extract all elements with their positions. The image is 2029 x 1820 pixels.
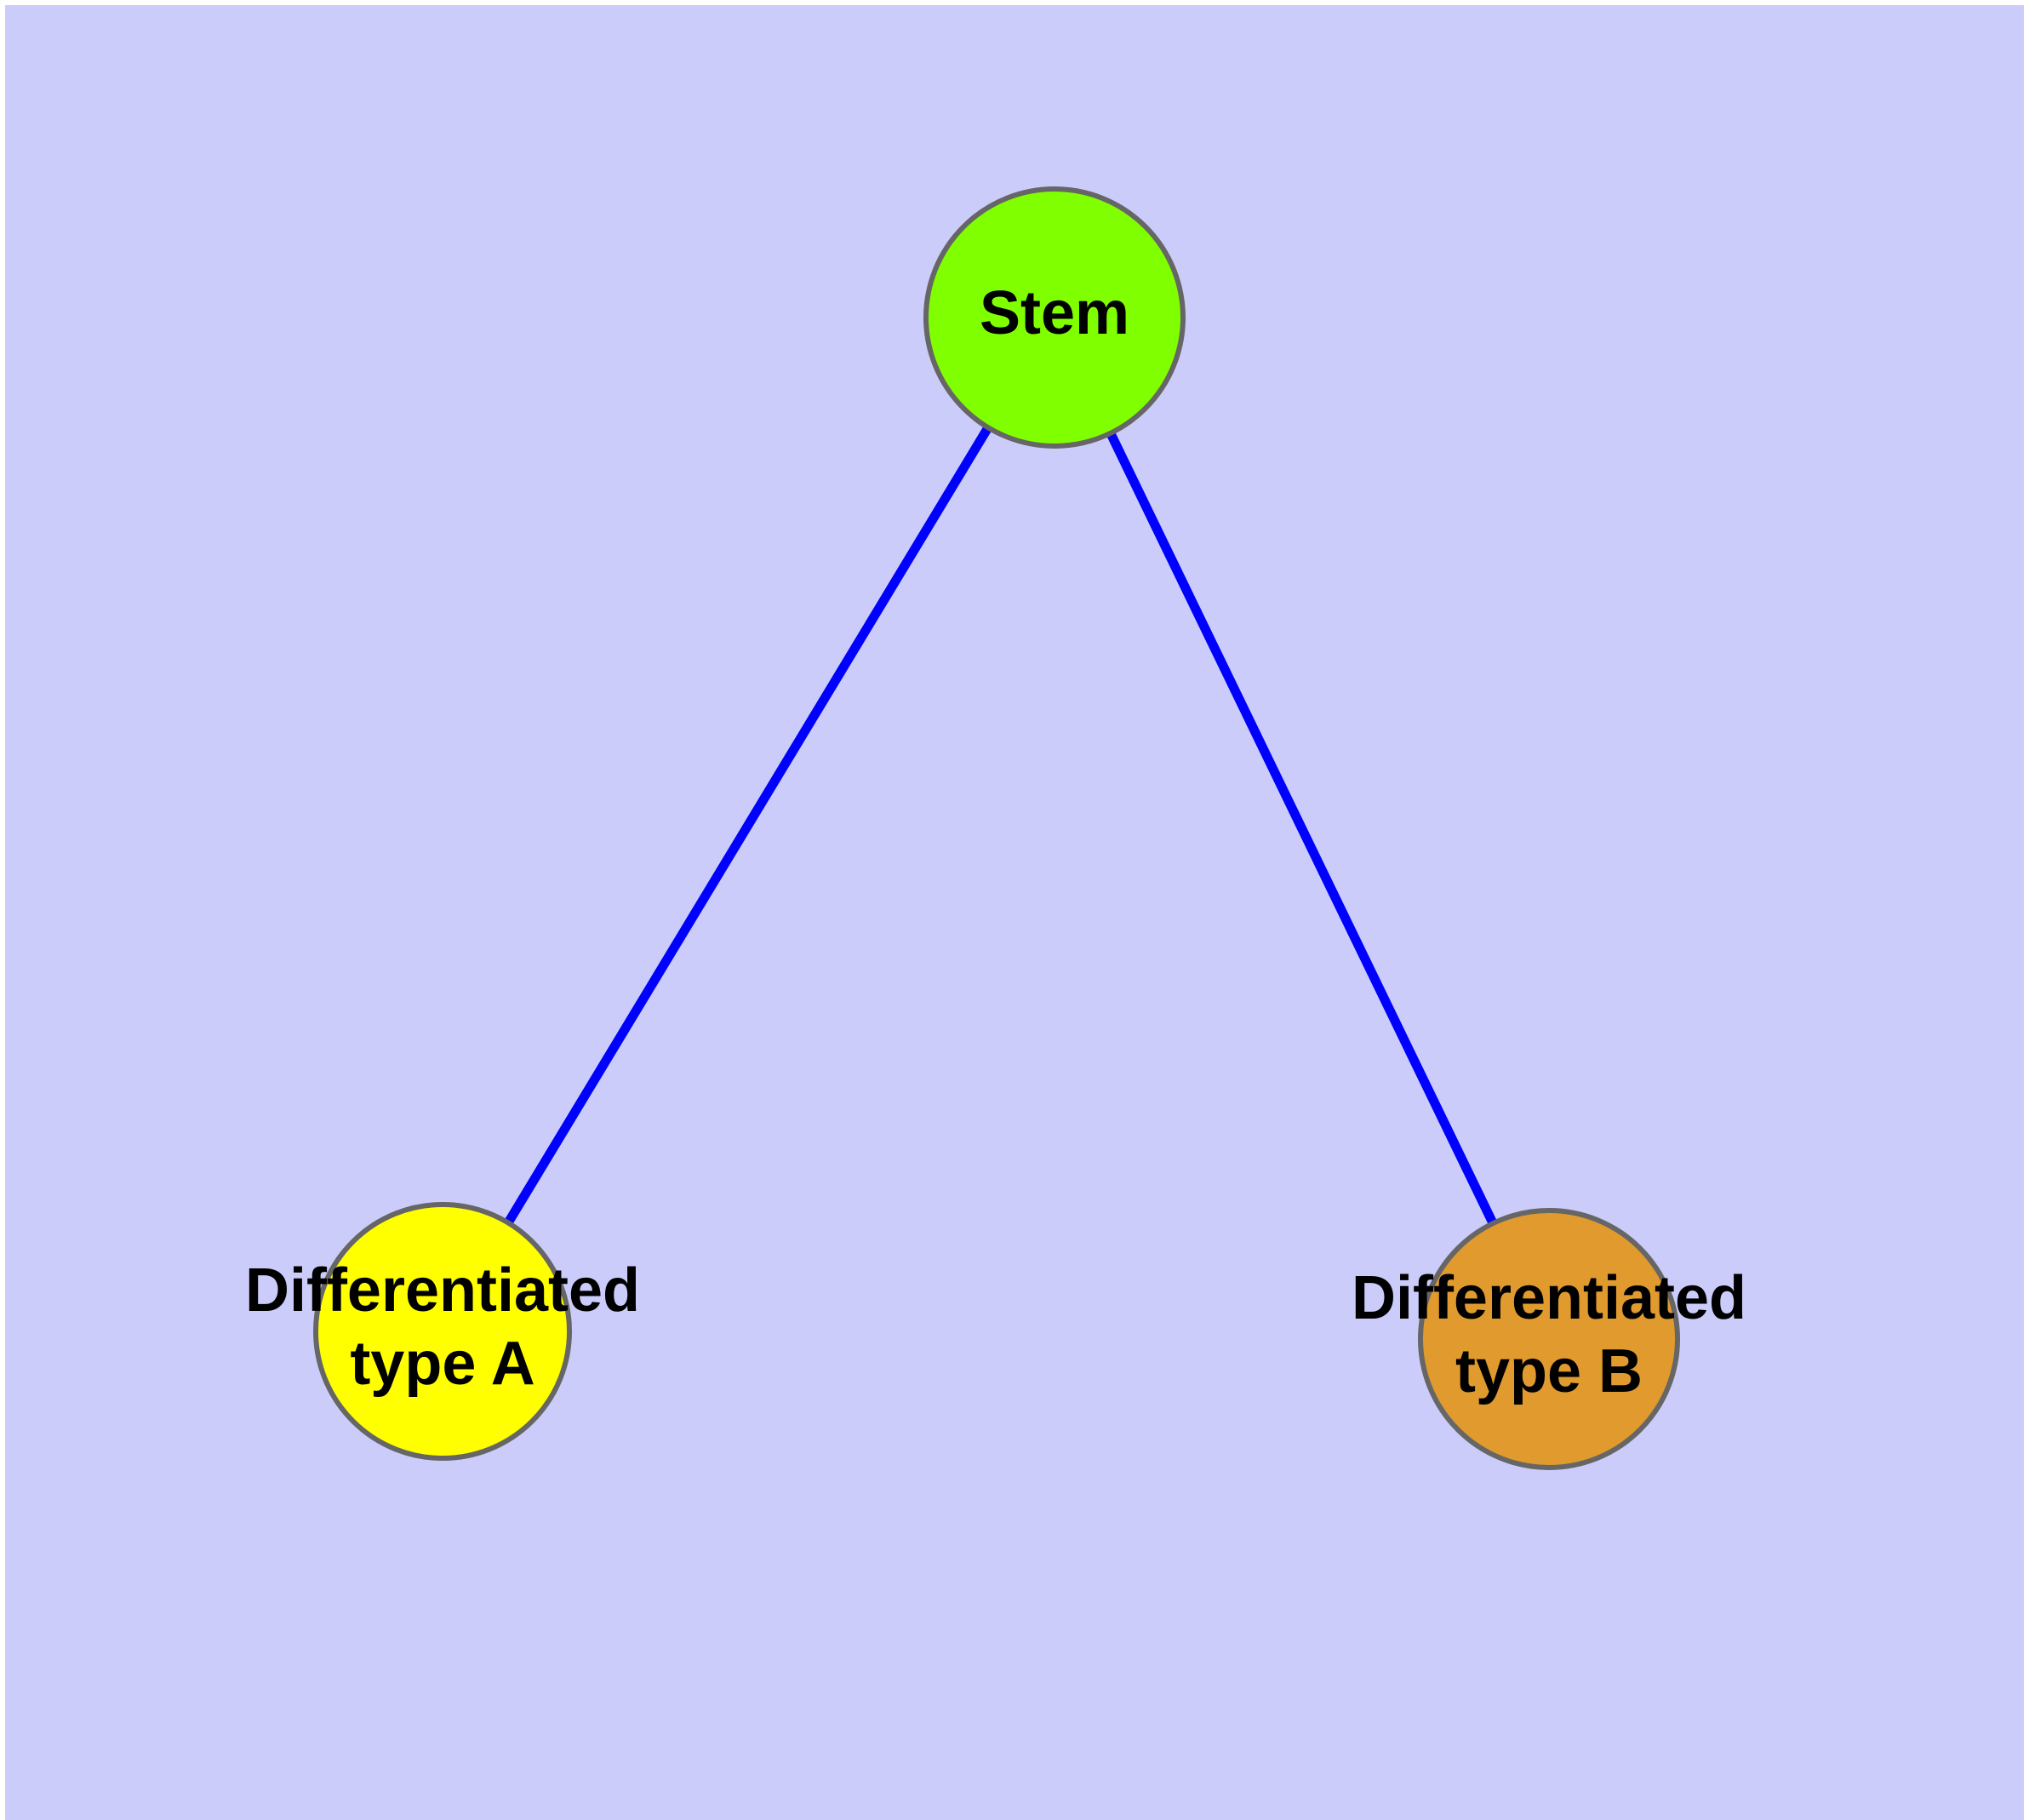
graph-node-label-line: Differentiated [1352,1264,1746,1332]
graph-node-diff_b[interactable] [1418,1208,1680,1470]
graph-node-label-line: type A [350,1330,534,1398]
graph-node-label-line: Differentiated [245,1256,640,1325]
graph-edge[interactable] [1106,431,1498,1226]
graph-node-label-line: type B [1455,1337,1643,1405]
edges-layer [504,425,1498,1226]
graph-node-label-line: Stem [980,279,1129,347]
nodes-layer [313,186,1680,1470]
graph-node-diff_a[interactable] [313,1202,572,1461]
graph-edge[interactable] [504,425,992,1226]
graph-node-stem[interactable] [923,186,1186,449]
graph-node-label-stem: Stem [980,279,1129,347]
